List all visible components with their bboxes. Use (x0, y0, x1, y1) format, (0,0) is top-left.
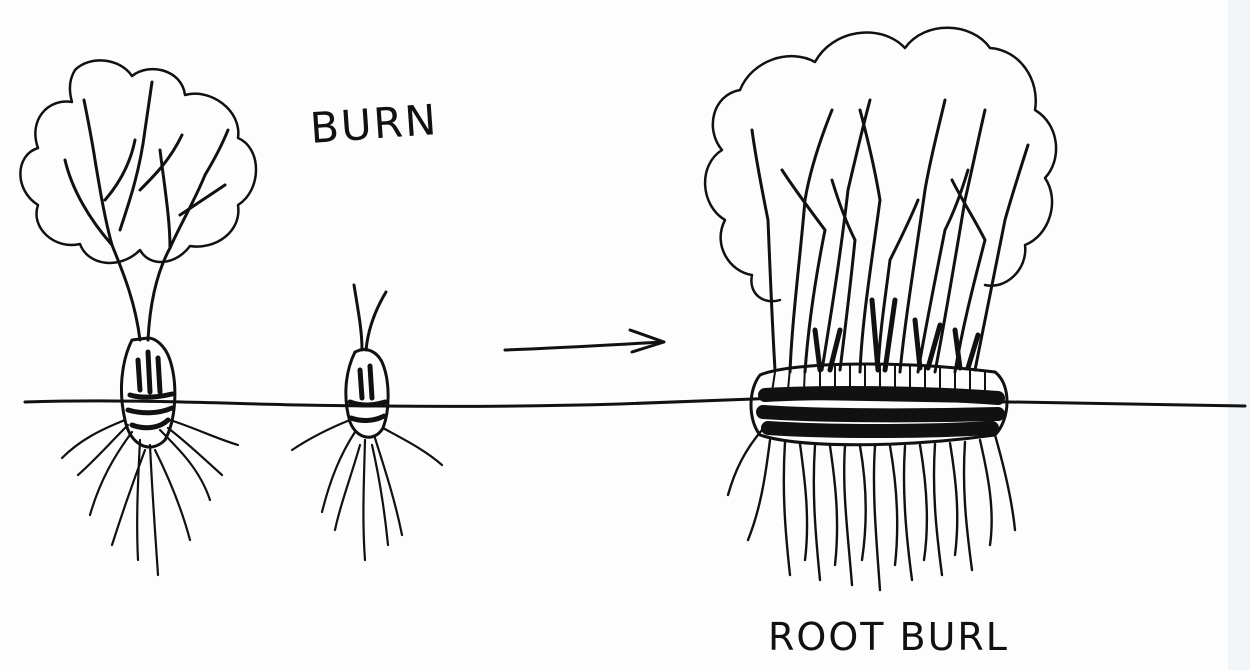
tree-left-bulb-shade (128, 352, 172, 428)
sprout-middle-bulb-shade (350, 366, 385, 420)
sprout-middle-bulb (346, 350, 388, 438)
tree-left-branches (65, 82, 228, 340)
ground-line (25, 398, 1245, 406)
burl-fill (763, 393, 998, 431)
tree-left-roots (62, 420, 238, 575)
clump-shoots (815, 300, 978, 370)
root-burl-clump (705, 28, 1056, 590)
burn-label: BURN (308, 95, 439, 153)
arrow (505, 330, 664, 352)
sprout-middle (292, 285, 442, 560)
root-burl-label: ROOT BURL (768, 615, 1009, 659)
sprout-middle-shoots (354, 285, 386, 350)
arrow-head (630, 330, 664, 352)
tree-left (20, 60, 256, 575)
sprout-middle-roots (292, 420, 442, 560)
burl-roots (728, 430, 1015, 590)
